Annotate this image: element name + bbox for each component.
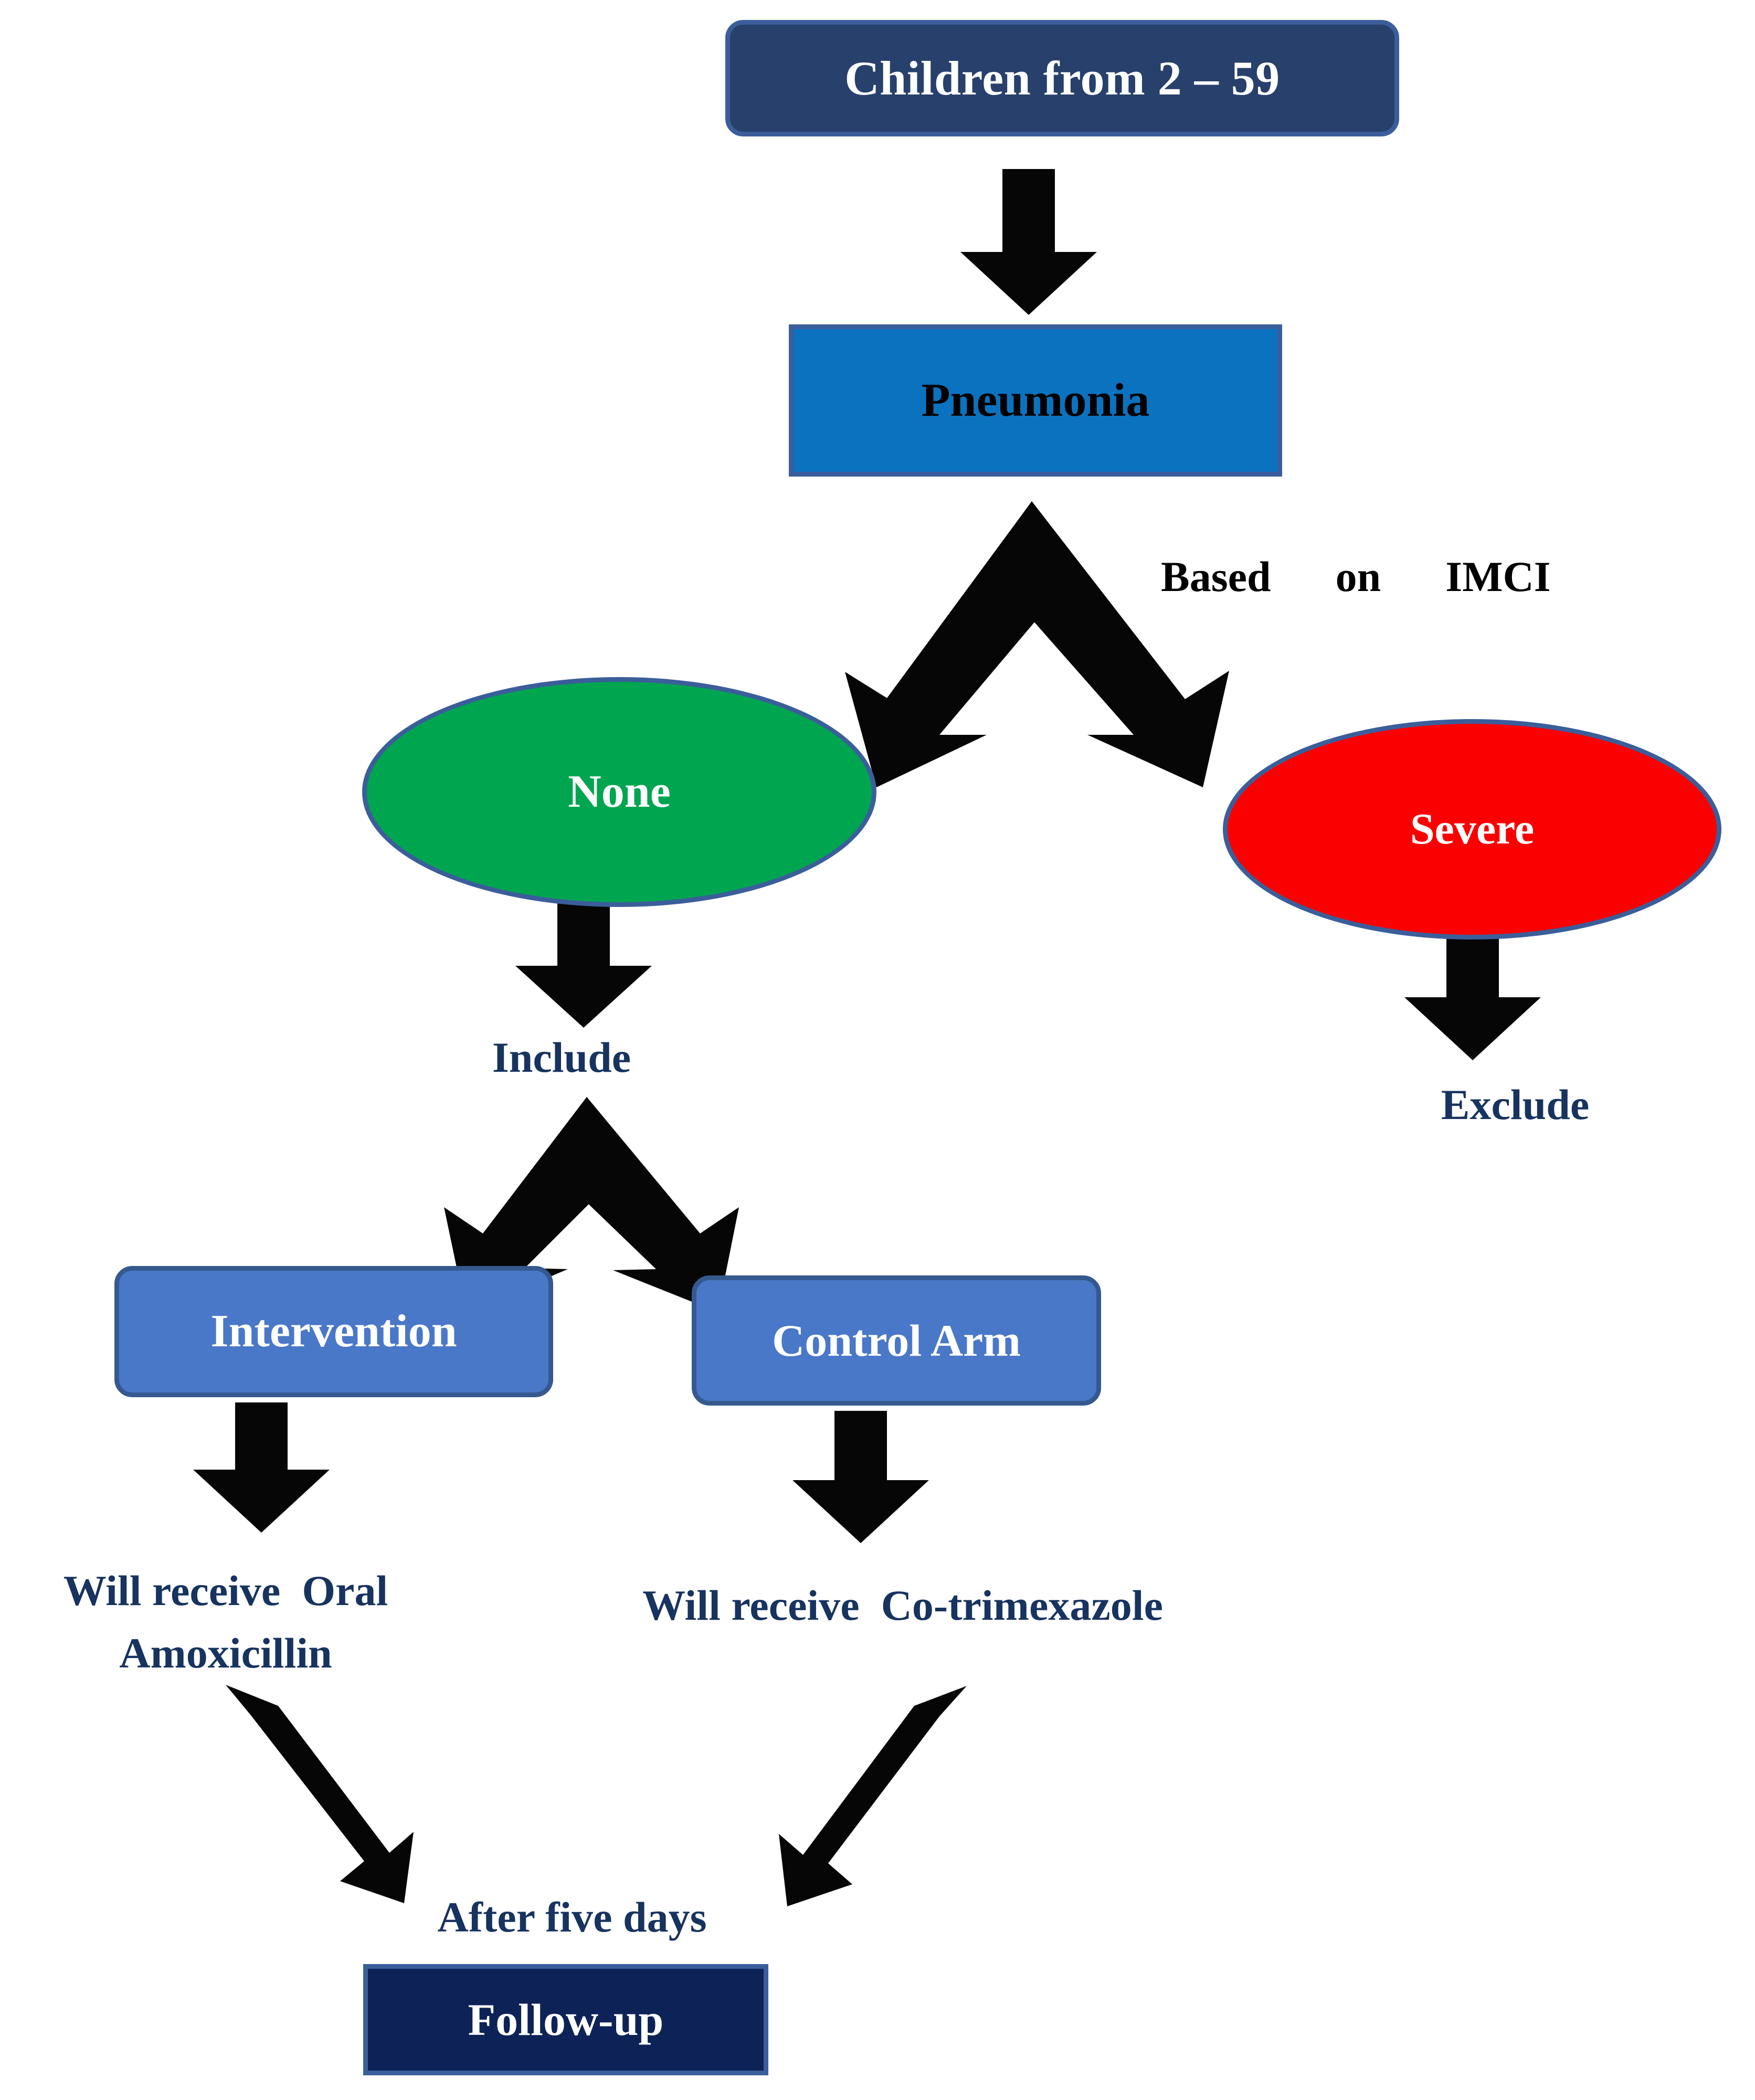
arrow-severe-to-exclude (1404, 924, 1541, 1060)
label-exclude: Exclude (1441, 1081, 1590, 1128)
label-include: Include (492, 1033, 631, 1081)
arrow-pneumonia-to-none (845, 501, 1081, 787)
arrow-intervention-to-amoxicillin (193, 1402, 330, 1533)
arrow-children-to-pneumonia (960, 169, 1097, 315)
node-control-arm[interactable]: Control Arm (692, 1275, 1101, 1406)
node-intervention[interactable]: Intervention (114, 1266, 553, 1397)
arrow-control-to-cotrimexazole (792, 1411, 929, 1543)
node-severe[interactable]: Severe (1223, 719, 1721, 940)
node-none[interactable]: None (362, 677, 876, 907)
node-follow-up[interactable]: Follow-up (363, 1964, 768, 2075)
arrow-none-to-include (515, 892, 652, 1028)
arrow-cotrimexazole-to-followup (779, 1686, 967, 1906)
node-children-from-2-59[interactable]: Children from 2 – 59 (725, 20, 1399, 136)
node-pneumonia[interactable]: Pneumonia (789, 324, 1282, 477)
label-after-five-days: After five days (437, 1893, 707, 1941)
arrow-amoxicillin-to-followup (226, 1685, 414, 1903)
label-will-receive-oral-amoxicillin: Will receive Oral Amoxicillin (63, 1567, 388, 1677)
label-will-receive-co-trimexazole: Will receive Co-trimexazole (642, 1581, 1163, 1629)
arrow-pneumonia-to-severe (986, 501, 1229, 787)
edge-label-based-on-imci: Based on IMCI (1161, 553, 1551, 600)
